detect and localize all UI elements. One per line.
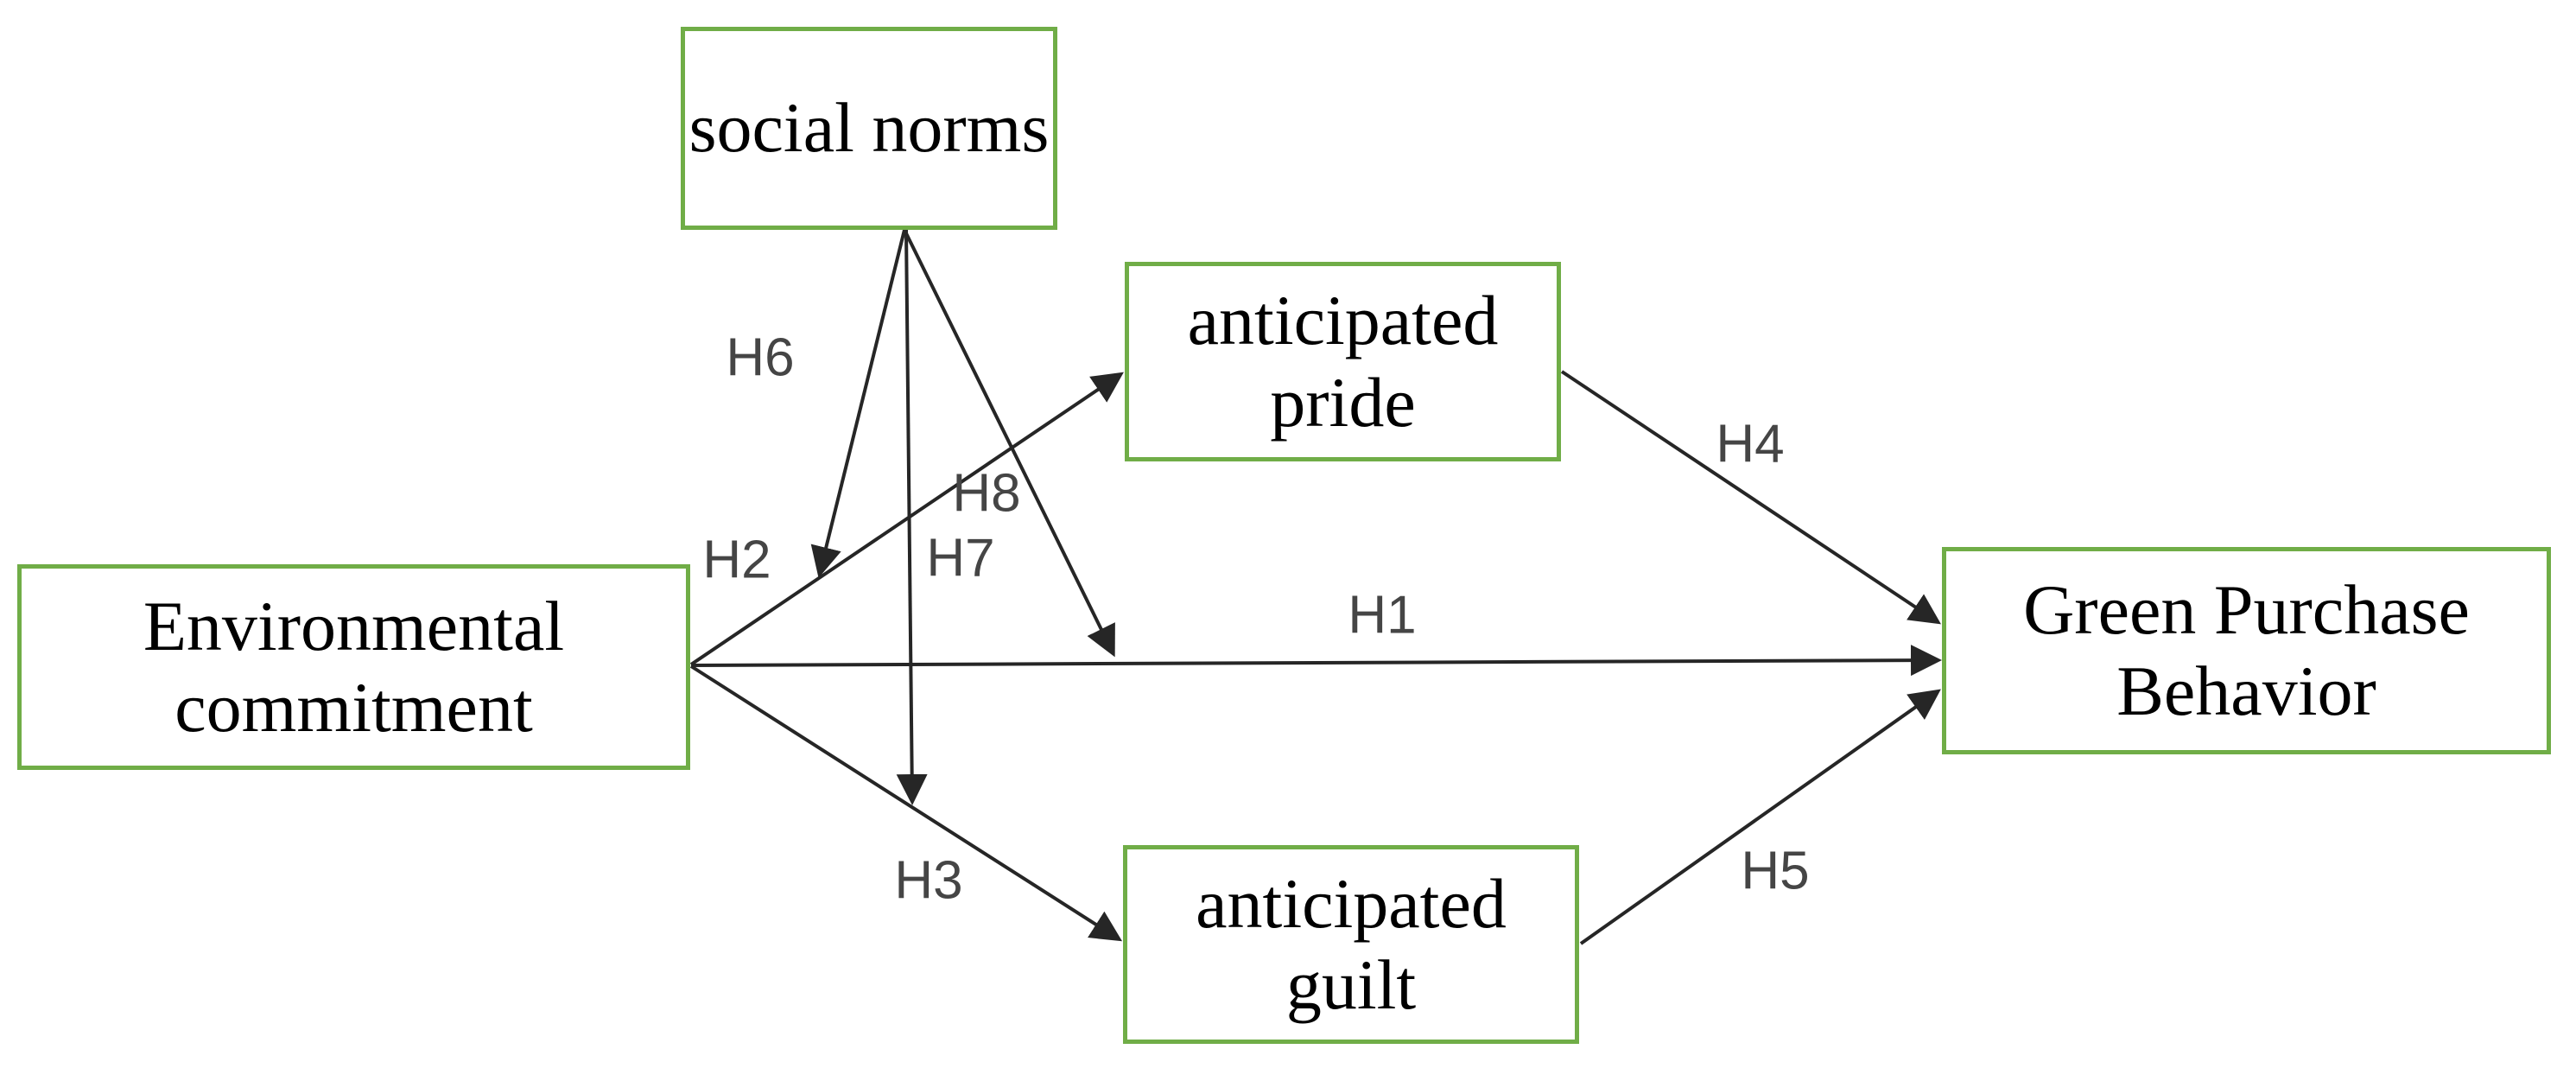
edge-label-h3: H3 bbox=[894, 850, 963, 911]
edge-h6-moderation-arrow bbox=[810, 229, 906, 578]
edge-label-h7: H7 bbox=[926, 528, 995, 588]
edge-label-h8: H8 bbox=[952, 463, 1021, 524]
node-label: Environmental commitment bbox=[143, 586, 565, 747]
node-label: social norms bbox=[688, 88, 1050, 168]
edge-h5-arrow bbox=[1579, 689, 1941, 945]
node-label: anticipated pride bbox=[1187, 281, 1499, 442]
edge-label-h4: H4 bbox=[1716, 414, 1785, 474]
node-social-norms: social norms bbox=[681, 27, 1057, 230]
edge-h4-arrow bbox=[1560, 370, 1941, 625]
edge-label-h1: H1 bbox=[1348, 585, 1417, 645]
node-label: Green Purchase Behavior bbox=[2023, 569, 2470, 730]
edge-label-h2: H2 bbox=[702, 530, 771, 590]
edge-h1-arrow bbox=[690, 645, 1942, 677]
node-anticipated-pride: anticipated pride bbox=[1125, 262, 1561, 461]
node-environmental-commitment: Environmental commitment bbox=[17, 564, 690, 770]
edge-h8-moderation-arrow bbox=[903, 229, 1115, 658]
edge-label-h5: H5 bbox=[1741, 841, 1810, 901]
edge-h7-moderation-arrow bbox=[896, 229, 928, 805]
edge-label-h6: H6 bbox=[726, 327, 795, 388]
node-green-purchase-behavior: Green Purchase Behavior bbox=[1942, 547, 2551, 754]
node-label: anticipated guilt bbox=[1196, 863, 1507, 1024]
edge-h2-arrow bbox=[689, 372, 1124, 666]
node-anticipated-guilt: anticipated guilt bbox=[1123, 845, 1579, 1044]
